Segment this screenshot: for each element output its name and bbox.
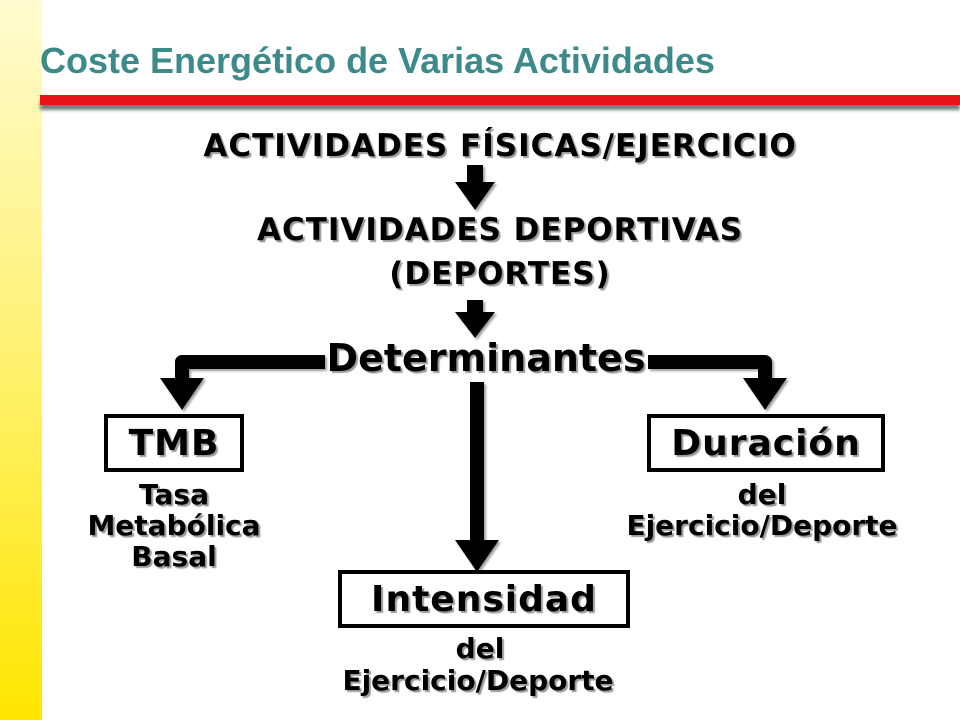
duracion-caption-line1: del xyxy=(737,478,787,511)
tmb-caption-line1: Tasa xyxy=(139,478,209,511)
intensidad-caption-line1: del xyxy=(455,632,505,665)
duracion-box: Duración xyxy=(647,414,885,472)
duracion-caption-line2: Ejercicio/Deporte xyxy=(626,509,898,542)
tmb-caption-line2: Metabólica xyxy=(87,509,261,542)
determinantes-label: Determinantes xyxy=(326,336,646,380)
arrowhead-intensidad xyxy=(455,540,499,572)
yellow-side-bar xyxy=(0,0,42,720)
level2-label-line2: (DEPORTES) xyxy=(389,256,611,292)
arrow-down-2 xyxy=(455,300,495,338)
tmb-caption-line3: Basal xyxy=(131,540,217,573)
title-rule xyxy=(40,95,960,105)
arrowhead-tmb xyxy=(160,378,204,410)
arrow-down-1 xyxy=(455,165,495,210)
slide-title: Coste Energético de Varias Actividades xyxy=(40,40,715,81)
tmb-box: TMB xyxy=(104,414,244,472)
level1-label: ACTIVIDADES FÍSICAS/EJERCICIO xyxy=(203,128,797,164)
arrowhead-duracion xyxy=(743,378,787,410)
arrow-to-tmb xyxy=(175,355,325,385)
intensidad-box: Intensidad xyxy=(338,570,630,628)
intensidad-caption-line2: Ejercicio/Deporte xyxy=(342,664,614,697)
arrow-to-duracion xyxy=(648,355,772,385)
tmb-box-label: TMB xyxy=(128,422,220,464)
intensidad-box-label: Intensidad xyxy=(371,578,597,620)
level2-label-line1: ACTIVIDADES DEPORTIVAS xyxy=(256,212,744,248)
duracion-box-label: Duración xyxy=(671,422,861,464)
